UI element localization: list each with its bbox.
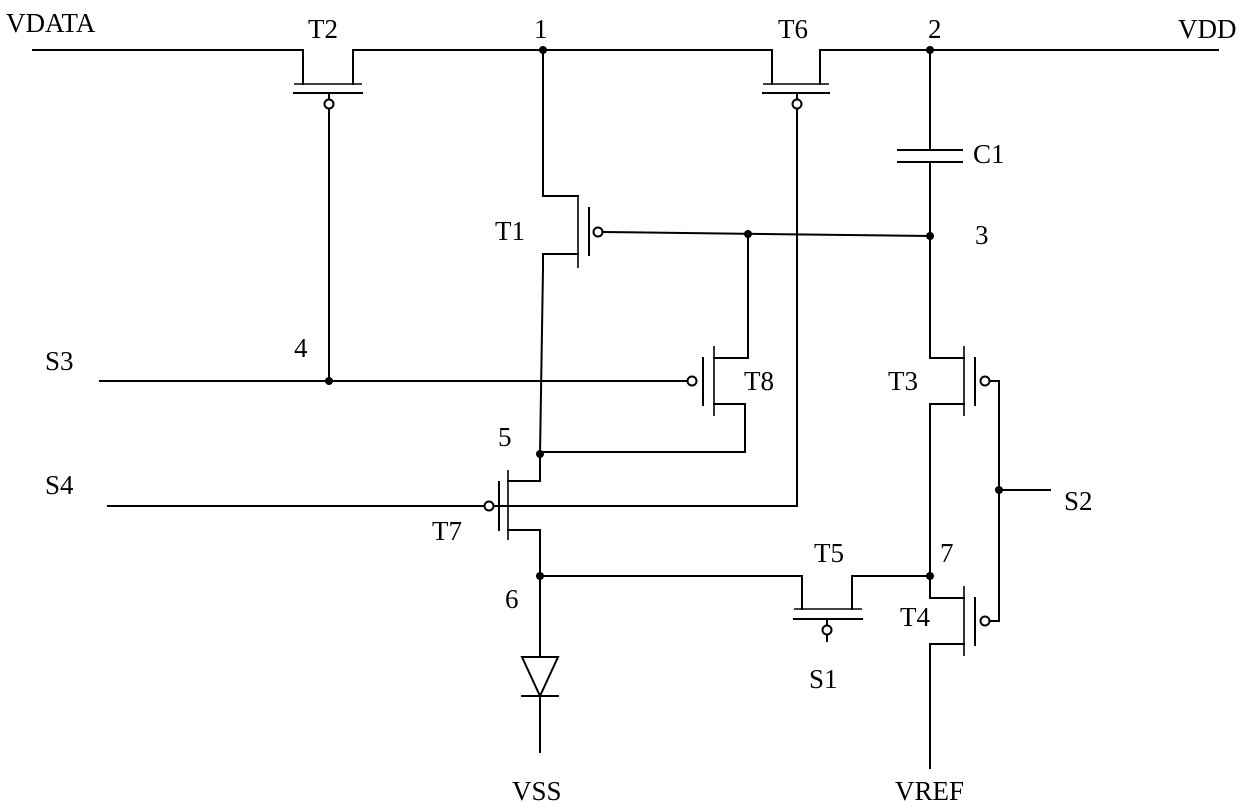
label-t4: T4 bbox=[900, 602, 930, 632]
top-rail-wires bbox=[33, 50, 1218, 84]
label-t5: T5 bbox=[814, 538, 844, 568]
transistor-t1 bbox=[578, 196, 603, 268]
node6-to-t5-wire bbox=[540, 576, 802, 609]
label-vdd: VDD bbox=[1178, 14, 1237, 44]
label-t3: T3 bbox=[888, 366, 918, 396]
label-vdata: VDATA bbox=[6, 8, 96, 38]
label-t2: T2 bbox=[308, 14, 338, 44]
transistor-t5 bbox=[794, 609, 862, 641]
label-s3: S3 bbox=[45, 346, 74, 376]
label-node-1: 1 bbox=[534, 14, 548, 44]
transistor-t3 bbox=[964, 346, 990, 416]
label-vss: VSS bbox=[512, 776, 562, 806]
t3-to-node7-wire bbox=[930, 404, 964, 598]
label-node-2: 2 bbox=[928, 14, 942, 44]
label-node-3: 3 bbox=[975, 220, 989, 250]
t1-gate-to-node3-wire bbox=[603, 232, 930, 236]
transistor-t2 bbox=[294, 84, 362, 109]
oled-diode bbox=[522, 657, 558, 752]
s2-gate-bus bbox=[990, 381, 999, 621]
label-node-6: 6 bbox=[505, 584, 519, 614]
label-t1: T1 bbox=[495, 216, 525, 246]
t7-to-node6-wire bbox=[508, 530, 540, 576]
label-node-4: 4 bbox=[294, 333, 308, 363]
label-s1: S1 bbox=[809, 664, 838, 694]
label-s4: S4 bbox=[45, 470, 74, 500]
label-node-5: 5 bbox=[498, 422, 512, 452]
t8-drain-wire bbox=[714, 234, 748, 358]
label-s2: S2 bbox=[1064, 486, 1093, 516]
t1-to-node5-wire bbox=[540, 254, 578, 454]
label-t6: T6 bbox=[778, 14, 808, 44]
node5-to-t7-wire bbox=[508, 454, 540, 481]
t4-to-vref-wire bbox=[930, 644, 964, 768]
label-t8: T8 bbox=[744, 366, 774, 396]
label-t7: T7 bbox=[432, 516, 462, 546]
transistor-t4 bbox=[964, 586, 990, 656]
node1-to-t1-wire bbox=[543, 50, 578, 196]
label-node-7: 7 bbox=[940, 538, 954, 568]
junction-dots bbox=[325, 46, 1003, 580]
transistor-t6 bbox=[763, 84, 829, 109]
label-c1: C1 bbox=[973, 139, 1005, 169]
label-vref: VREF bbox=[895, 776, 964, 806]
t6-gate-wire bbox=[490, 109, 797, 506]
capacitor-c1 bbox=[898, 150, 962, 162]
transistor-t8 bbox=[688, 346, 715, 416]
